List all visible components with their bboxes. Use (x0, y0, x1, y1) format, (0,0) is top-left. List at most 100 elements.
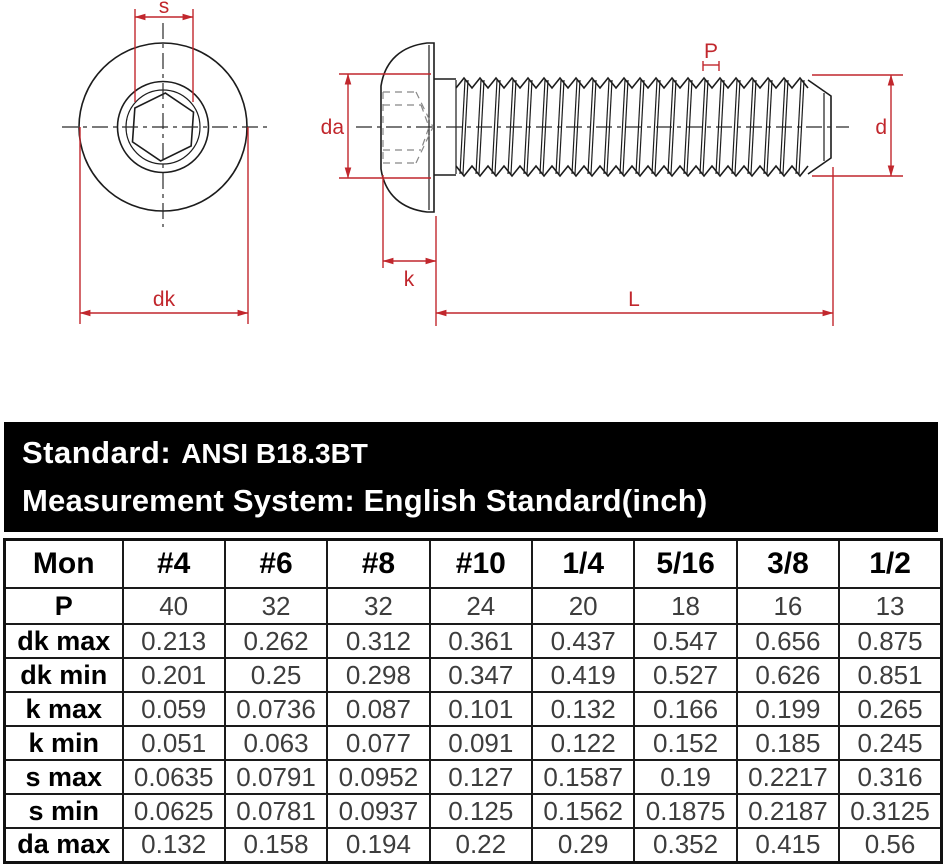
data-cell: 0.1587 (530, 759, 636, 795)
s-dimension-label: s (159, 0, 170, 18)
data-cell: 0.201 (121, 657, 226, 693)
data-cell: 0.0736 (223, 691, 329, 727)
data-cell: 0.2187 (735, 793, 841, 829)
data-cell: 0.0937 (326, 793, 431, 829)
data-cell: 0.199 (735, 691, 841, 727)
data-cell: 32 (326, 587, 431, 625)
data-cell: 0.132 (530, 691, 636, 727)
data-cell: 0.851 (838, 657, 943, 693)
hex-socket (131, 92, 195, 162)
row-label: da max (3, 827, 124, 863)
standard-label: Standard: (22, 434, 172, 470)
data-cell: 0.875 (838, 623, 943, 659)
data-cell: 0.059 (121, 691, 226, 727)
standard-line: Standard: ANSI B18.3BT (22, 435, 938, 471)
data-cell: 0.56 (838, 827, 943, 863)
data-cell: 0.245 (838, 725, 943, 761)
front-view-drawing: s dk (62, 0, 272, 324)
data-cell: 13 (838, 587, 943, 625)
data-cell: 0.101 (428, 691, 534, 727)
data-cell: 0.265 (838, 691, 943, 727)
data-cell: 0.158 (223, 827, 329, 863)
measurement-line: Measurement System: English Standard(inc… (22, 483, 708, 519)
data-cell: 0.1562 (530, 793, 636, 829)
technical-drawing: s dk (62, 0, 903, 326)
size-column-header: #4 (121, 538, 226, 589)
data-cell: 0.051 (121, 725, 226, 761)
data-cell: 0.312 (326, 623, 431, 659)
row-label: dk min (3, 657, 124, 693)
data-cell: 20 (530, 587, 636, 625)
data-cell: 0.063 (223, 725, 329, 761)
row-label: k max (3, 691, 124, 727)
size-column-header: 3/8 (735, 538, 841, 589)
data-cell: 0.166 (633, 691, 738, 727)
data-cell: 0.19 (633, 759, 738, 795)
row-label: dk max (3, 623, 124, 659)
data-cell: 0.125 (428, 793, 534, 829)
data-cell: 0.25 (223, 657, 329, 693)
data-cell: 0.077 (326, 725, 431, 761)
data-cell: 0.527 (633, 657, 738, 693)
socket-circle (116, 80, 210, 174)
data-cell: 0.298 (326, 657, 431, 693)
k-dimension-label: k (404, 268, 415, 291)
data-cell: 0.347 (428, 657, 534, 693)
data-cell: 40 (121, 587, 226, 625)
data-cell: 32 (223, 587, 329, 625)
dk-dimension-label: dk (153, 288, 176, 311)
corner-header: Mon (3, 538, 124, 589)
data-cell: 0.262 (223, 623, 329, 659)
data-cell: 0.29 (530, 827, 636, 863)
data-cell: 0.0791 (223, 759, 329, 795)
standard-value: ANSI B18.3BT (181, 437, 368, 469)
d-dimension-label: d (875, 116, 887, 139)
data-cell: 0.361 (428, 623, 534, 659)
p-dimension-label: P (704, 40, 718, 63)
data-cell: 0.087 (326, 691, 431, 727)
data-cell: 0.127 (428, 759, 534, 795)
data-cell: 0.0952 (326, 759, 431, 795)
data-cell: 0.2217 (735, 759, 841, 795)
size-column-header: 1/4 (530, 538, 636, 589)
da-dimension-label: da (321, 116, 345, 139)
data-cell: 16 (735, 587, 841, 625)
size-column-header: 5/16 (633, 538, 738, 589)
data-cell: 0.352 (633, 827, 738, 863)
size-column-header: #8 (326, 538, 431, 589)
data-cell: 0.091 (428, 725, 534, 761)
data-cell: 0.0635 (121, 759, 226, 795)
row-label: k min (3, 725, 124, 761)
data-cell: 0.185 (735, 725, 841, 761)
data-cell: 0.132 (121, 827, 226, 863)
data-cell: 0.0781 (223, 793, 329, 829)
row-label: s min (3, 793, 124, 829)
row-label: P (3, 587, 124, 625)
data-cell: 0.0625 (121, 793, 226, 829)
data-cell: 24 (428, 587, 534, 625)
data-cell: 0.213 (121, 623, 226, 659)
data-cell: 0.656 (735, 623, 841, 659)
data-cell: 0.415 (735, 827, 841, 863)
data-cell: 0.437 (530, 623, 636, 659)
size-column-header: #10 (428, 538, 534, 589)
data-cell: 18 (633, 587, 738, 625)
data-cell: 0.626 (735, 657, 841, 693)
l-dimension-label: L (628, 288, 640, 311)
data-cell: 0.316 (838, 759, 943, 795)
data-cell: 0.547 (633, 623, 738, 659)
data-cell: 0.3125 (838, 793, 943, 829)
